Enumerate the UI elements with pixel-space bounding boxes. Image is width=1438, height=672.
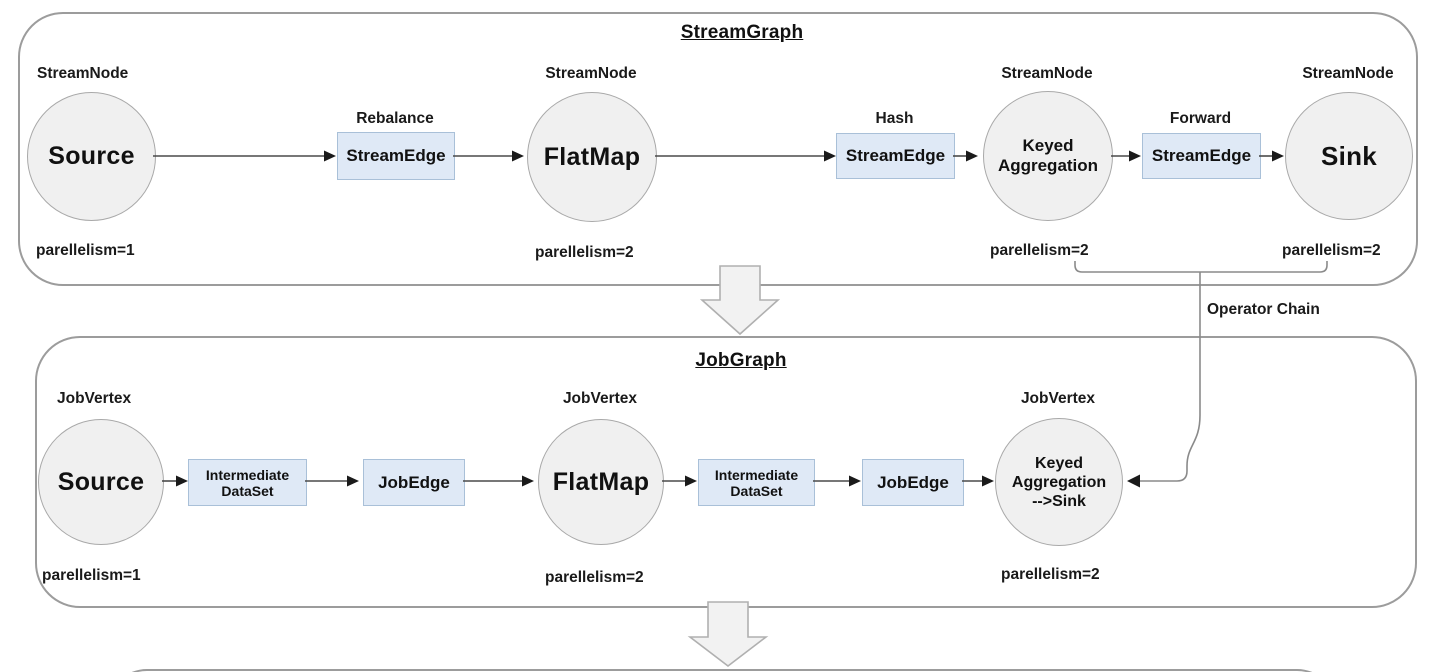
stream-edge-box-rebalance: StreamEdge — [337, 132, 455, 180]
arrowhead — [982, 475, 994, 487]
intermediate-dataset-label-line: DataSet — [730, 482, 783, 499]
stream-node-label-line: Keyed — [1022, 136, 1074, 155]
stream-node-flatmap: FlatMap — [527, 92, 657, 222]
arrowhead — [966, 150, 978, 162]
down-block-arrow-jobgraph-next — [687, 601, 769, 668]
job-edge-box: JobEdge — [862, 459, 964, 506]
arrowhead — [824, 150, 836, 162]
jobvertex-type-label: JobVertex — [57, 390, 132, 407]
edge-partition-label: Forward — [1169, 110, 1232, 127]
down-block-arrow-streamgraph-jobgraph — [699, 265, 781, 336]
streamnode-type-label: StreamNode — [1302, 65, 1394, 82]
job-edge-box: JobEdge — [363, 459, 465, 506]
operator-chain-bracket — [1074, 261, 1328, 273]
arrowhead — [1129, 150, 1141, 162]
streamnode-type-label: StreamNode — [1001, 65, 1093, 82]
operator-chain-label: Operator Chain — [1207, 301, 1320, 318]
job-vertex-label-line: Aggregation — [1011, 473, 1107, 491]
jobvertex-type-label: JobVertex — [1020, 390, 1096, 407]
job-vertex-keyed-aggregation-sink: Keyed Aggregation -->Sink — [995, 418, 1123, 546]
parallelism-label: parellelism=2 — [990, 242, 1089, 259]
job-edge-label: JobEdge — [877, 472, 949, 492]
stream-edge-box-forward: StreamEdge — [1142, 133, 1261, 179]
parallelism-label: parellelism=1 — [36, 242, 135, 259]
arrowhead — [849, 475, 861, 487]
stream-node-sink: Sink — [1285, 92, 1413, 220]
edge-partition-label: Rebalance — [356, 110, 434, 127]
arrowhead — [522, 475, 534, 487]
parallelism-label: parellelism=1 — [42, 567, 141, 584]
jobvertex-type-label: JobVertex — [562, 390, 638, 407]
stream-edge-label: StreamEdge — [845, 146, 946, 165]
job-edge-label: JobEdge — [378, 472, 450, 492]
arrowhead — [685, 475, 697, 487]
edge-partition-label: Hash — [875, 110, 914, 127]
parallelism-label: parellelism=2 — [545, 569, 644, 586]
stream-node-label: Source — [48, 142, 135, 170]
job-vertex-source: Source — [38, 419, 164, 545]
arrowhead — [512, 150, 524, 162]
intermediate-dataset-box: Intermediate DataSet — [188, 459, 307, 506]
stream-node-label: FlatMap — [543, 142, 641, 171]
stream-node-label-line: Aggregation — [997, 156, 1099, 175]
job-vertex-label-line: Keyed — [1034, 454, 1084, 472]
streamgraph-title: StreamGraph — [680, 22, 804, 43]
jobgraph-title: JobGraph — [695, 350, 787, 371]
intermediate-dataset-box: Intermediate DataSet — [698, 459, 815, 506]
arrowhead — [176, 475, 188, 487]
intermediate-dataset-label-line: Intermediate — [714, 466, 799, 483]
job-vertex-label: Source — [57, 467, 145, 496]
operator-chain-connector — [1140, 272, 1201, 482]
stream-edge-label: StreamEdge — [346, 146, 446, 165]
job-vertex-label-line: -->Sink — [1032, 492, 1086, 510]
operator-chain-arrowhead — [1127, 474, 1140, 488]
parallelism-label: parellelism=2 — [1282, 242, 1381, 259]
job-vertex-flatmap: FlatMap — [538, 419, 664, 545]
stream-edge-box-hash: StreamEdge — [836, 133, 955, 179]
stream-edge-label: StreamEdge — [1151, 146, 1252, 165]
streamnode-type-label: StreamNode — [545, 65, 637, 82]
job-vertex-label: FlatMap — [552, 467, 650, 496]
arrowhead — [324, 150, 336, 162]
stream-node-source: Source — [27, 92, 156, 221]
streamgraph-container — [18, 12, 1418, 286]
arrowhead — [1272, 150, 1284, 162]
parallelism-label: parellelism=2 — [535, 244, 634, 261]
arrowhead — [347, 475, 359, 487]
stream-node-keyed-aggregation: Keyed Aggregation — [983, 91, 1113, 221]
intermediate-dataset-label-line: DataSet — [221, 482, 274, 499]
parallelism-label: parellelism=2 — [1001, 566, 1100, 583]
streamnode-type-label: StreamNode — [37, 65, 129, 82]
intermediate-dataset-label-line: Intermediate — [205, 466, 290, 483]
stream-node-label: Sink — [1320, 140, 1378, 171]
